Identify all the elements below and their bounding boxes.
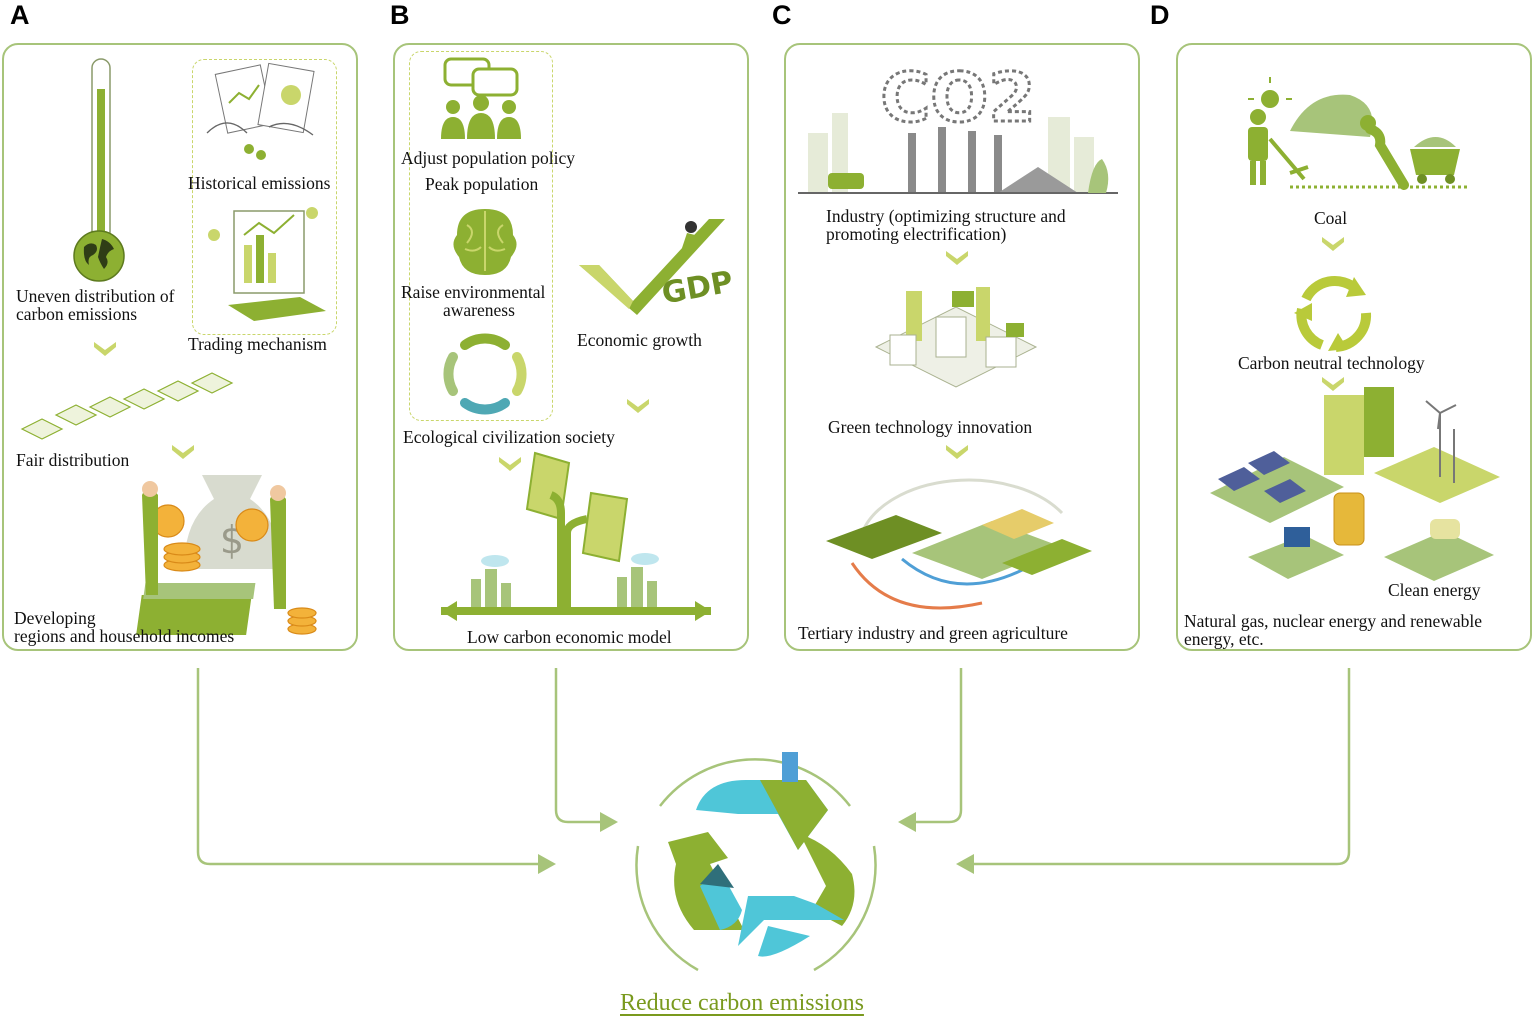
label-uneven-distribution-1: Uneven distribution of xyxy=(16,286,175,306)
co2-text: CO2 xyxy=(880,59,1035,138)
recycle-earth-icon xyxy=(635,752,877,972)
coal-miner-icon xyxy=(1248,77,1470,190)
chevron-down-icon xyxy=(1322,377,1344,391)
panel-letter-d: D xyxy=(1150,0,1170,30)
document-hands-icon xyxy=(206,62,315,160)
clean-energy-icon xyxy=(1210,387,1500,581)
fair-distribution-icon xyxy=(20,372,234,440)
label-natural-gas-1: Natural gas, nuclear energy and renewabl… xyxy=(1184,611,1483,631)
label-carbon-neutral-technology: Carbon neutral technology xyxy=(1238,353,1425,373)
people-speech-icon xyxy=(441,57,521,139)
label-natural-gas-2: energy, etc. xyxy=(1184,629,1264,649)
chevron-down-icon xyxy=(627,399,649,413)
gdp-checkmark-icon: GDP xyxy=(579,219,736,315)
chevron-down-icon xyxy=(499,457,521,471)
label-uneven-distribution-2: carbon emissions xyxy=(16,304,138,324)
label-adjust-population-policy: Adjust population policy xyxy=(401,148,576,168)
chevron-down-icon xyxy=(946,445,968,459)
final-label-reduce-carbon: Reduce carbon emissions xyxy=(620,990,864,1016)
monitor-chart-icon xyxy=(208,207,326,321)
isometric-farm-icon xyxy=(826,478,1092,610)
label-developing-1: Developing xyxy=(14,608,96,628)
panel-b: GDP Adjust population policy Peak popula… xyxy=(393,43,749,651)
co2-factory-icon: CO2 xyxy=(798,58,1118,194)
chevron-down-icon xyxy=(1322,237,1344,251)
label-industry-1: Industry (optimizing structure and xyxy=(826,206,1066,226)
label-peak-population: Peak population xyxy=(425,174,539,194)
globe-icon xyxy=(73,230,125,282)
label-raise-awareness-2: awareness xyxy=(443,300,515,320)
solar-arrows-icon xyxy=(441,451,711,621)
label-historical-emissions: Historical emissions xyxy=(188,173,331,193)
chevron-down-icon xyxy=(946,251,968,265)
chevron-down-icon xyxy=(94,342,116,356)
panel-d: Coal Carbon neutral technology Clean ene… xyxy=(1176,43,1532,651)
panel-letter-c: C xyxy=(772,0,792,30)
label-tertiary-industry: Tertiary industry and green agriculture xyxy=(798,623,1068,643)
chevron-down-icon xyxy=(172,445,194,459)
label-economic-growth: Economic growth xyxy=(577,330,702,350)
brain-icon xyxy=(453,209,517,275)
label-clean-energy: Clean energy xyxy=(1388,580,1481,600)
label-raise-awareness-1: Raise environmental xyxy=(401,282,546,302)
label-coal: Coal xyxy=(1314,208,1348,228)
population-awareness-group xyxy=(409,51,553,421)
label-developing-2: regions and household incomes xyxy=(14,626,235,646)
coins-icon: $ xyxy=(136,475,317,635)
recycle-icon xyxy=(1294,275,1372,352)
isometric-lab-icon xyxy=(874,287,1038,388)
label-industry-2: promoting electrification) xyxy=(826,224,1007,244)
label-fair-distribution: Fair distribution xyxy=(16,450,130,470)
panel-a: $ Historical emissions Uneven distributi… xyxy=(2,43,358,651)
label-green-tech-innovation: Green technology innovation xyxy=(828,417,1033,437)
panel-letter-a: A xyxy=(10,0,30,30)
label-low-carbon-model: Low carbon economic model xyxy=(467,627,672,647)
label-trading-mechanism: Trading mechanism xyxy=(188,334,327,354)
panel-c: CO2 Industry (optimizing structure and p… xyxy=(784,43,1140,651)
historical-trading-group xyxy=(192,59,337,335)
label-ecological-civilization: Ecological civilization society xyxy=(403,427,615,447)
people-circle-icon xyxy=(443,333,527,415)
panel-letter-b: B xyxy=(390,0,410,30)
